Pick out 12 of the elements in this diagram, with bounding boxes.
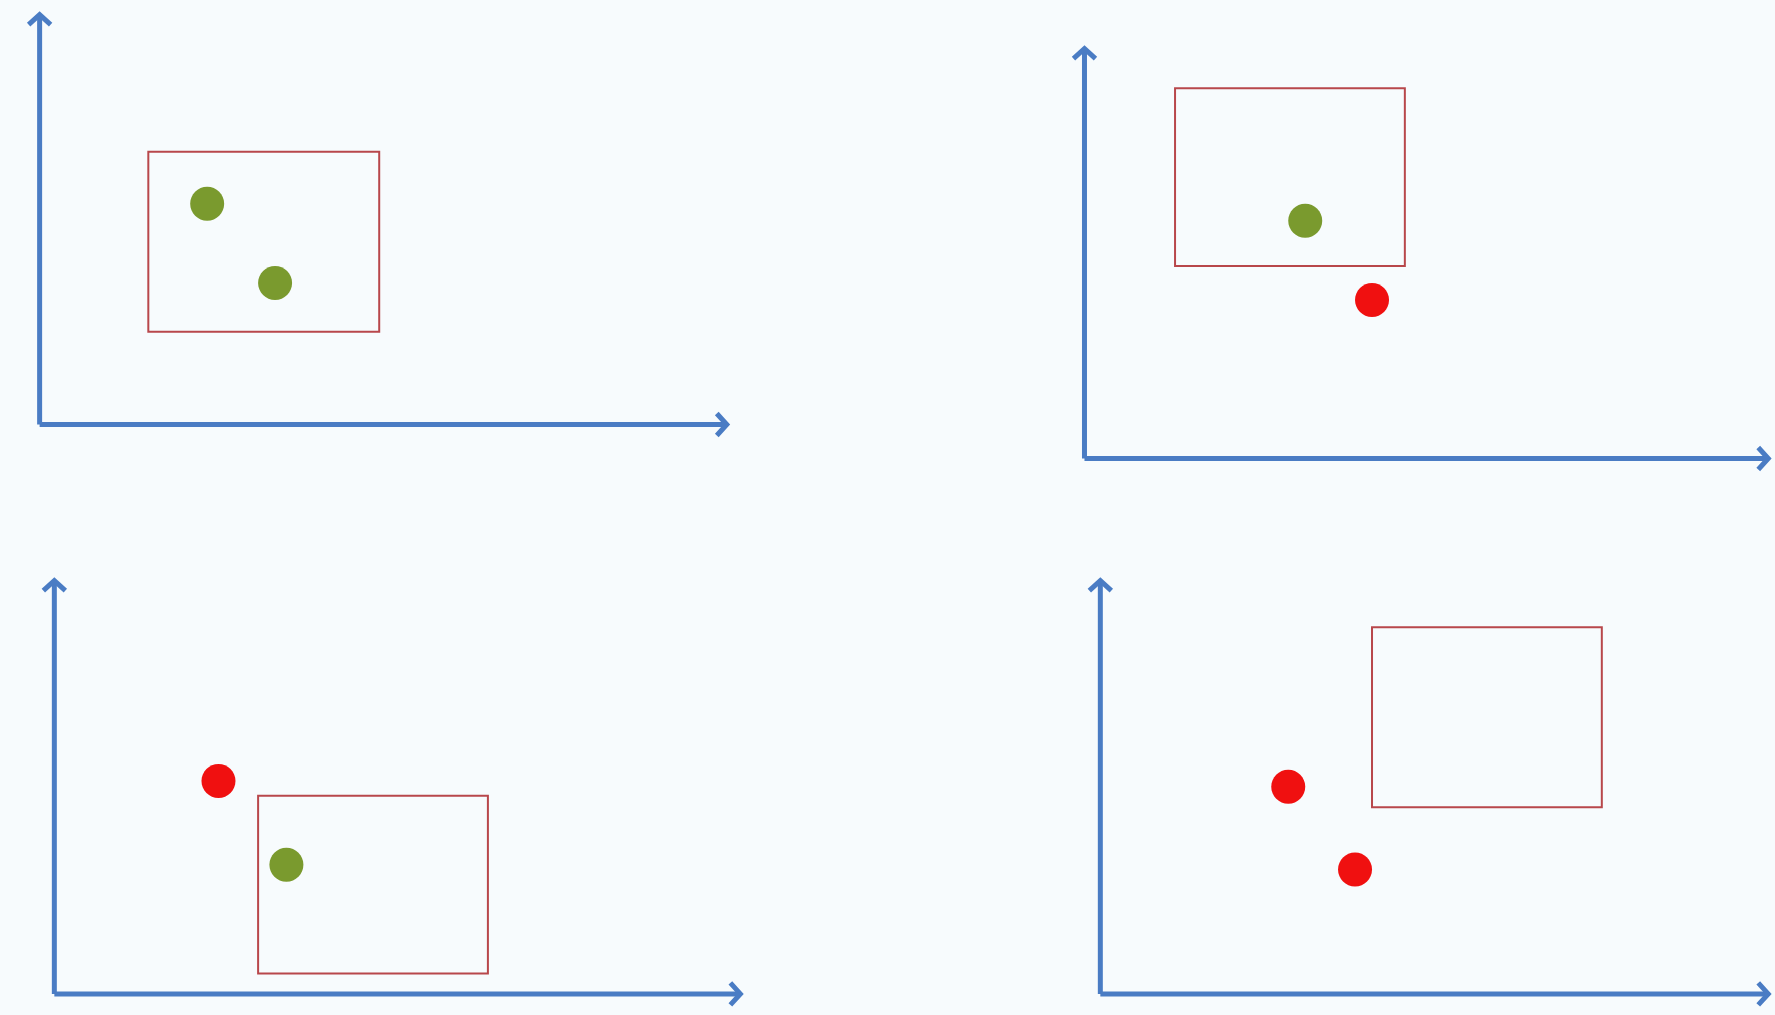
dot <box>1355 282 1389 317</box>
dot <box>269 847 304 882</box>
dot <box>1338 852 1373 887</box>
dot <box>258 266 293 300</box>
rectangle <box>147 150 381 333</box>
dot <box>190 186 225 221</box>
rectangle <box>257 794 489 975</box>
dot <box>1288 203 1323 238</box>
rectangle <box>1174 87 1406 267</box>
dot <box>201 764 236 799</box>
dot <box>1271 769 1306 804</box>
rectangle <box>1371 626 1603 809</box>
